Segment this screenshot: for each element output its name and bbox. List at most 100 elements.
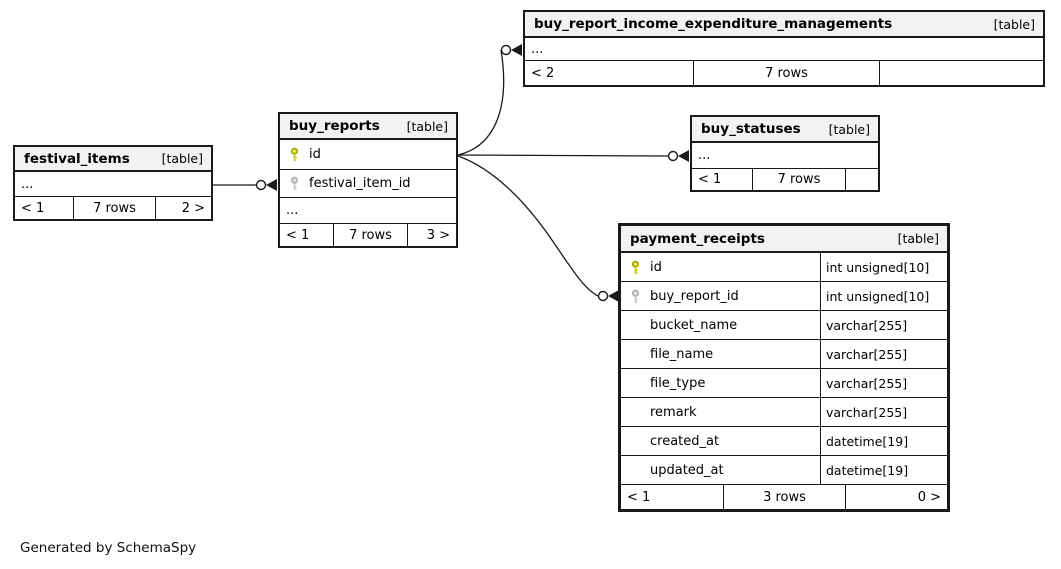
crow-arrow-icon — [608, 290, 619, 302]
hidden-columns-row: ... — [525, 38, 1043, 61]
column-name: id — [650, 259, 662, 275]
zero-or-more-circle-icon — [667, 150, 679, 162]
table-type-badge: [table] — [406, 118, 448, 134]
crow-arrow-icon — [678, 150, 689, 162]
primary-key-icon — [290, 147, 299, 162]
generator-note: Generated by SchemaSpy — [20, 540, 197, 556]
key-icon-slot — [280, 147, 309, 162]
table-type-badge: [table] — [897, 231, 939, 246]
footer-parents-count: < 1 — [627, 489, 651, 505]
column-name: festival_item_id — [309, 176, 411, 191]
column-row-remark: remark varchar[255] — [621, 398, 947, 427]
footer-parents-count: < 1 — [698, 172, 722, 187]
footer-children-count: 0 > — [845, 485, 947, 509]
footer-rows-count: 7 rows — [693, 61, 879, 85]
column-row-created_at: created_at datetime[19] — [621, 427, 947, 456]
table-name: buy_statuses — [701, 121, 801, 137]
footer-rows-count: 3 rows — [723, 485, 845, 509]
column-type: varchar[255] — [820, 340, 947, 368]
table-header[interactable]: buy_report_income_expenditure_management… — [525, 12, 1043, 38]
column-type: varchar[255] — [820, 369, 947, 397]
column-name-cell: remark — [621, 398, 820, 426]
footer-children-count: 3 > — [407, 224, 456, 246]
relationship-line — [457, 154, 669, 157]
footer-children-count — [879, 61, 1043, 85]
table-node-buy_reports[interactable]: buy_reports [table] id festival_item_id... <… — [278, 112, 458, 248]
column-name-cell: bucket_name — [621, 311, 820, 339]
column-name-cell: ... — [15, 172, 211, 196]
column-name: ... — [21, 176, 34, 192]
column-name: ... — [531, 41, 544, 57]
column-type: varchar[255] — [820, 398, 947, 426]
hidden-columns-row: ... — [280, 198, 456, 224]
column-name-cell: festival_item_id — [280, 170, 456, 197]
footer-rows-count: 7 rows — [333, 224, 407, 246]
hidden-columns-row: ... — [692, 143, 878, 169]
column-name-cell: ... — [280, 198, 456, 223]
relationship-buy_reports.id-to-payment_receipts.buy_report_id — [457, 155, 619, 302]
table-header[interactable]: festival_items[table] — [15, 147, 211, 172]
foreign-key-icon — [631, 289, 640, 303]
column-name-cell: ... — [692, 143, 878, 168]
column-name-cell: updated_at — [621, 456, 820, 484]
column-row-id: id int unsigned[10] — [621, 253, 947, 282]
column-row-bucket_name: bucket_name varchar[255] — [621, 311, 947, 340]
footer-children-count — [845, 169, 878, 190]
table-type-badge: [table] — [828, 121, 870, 137]
table-header[interactable]: payment_receipts [table] — [621, 226, 947, 253]
column-name-cell: file_type — [621, 369, 820, 397]
foreign-key-icon — [290, 176, 299, 191]
table-node-buy_report_income_expenditure_managements[interactable]: buy_report_income_expenditure_management… — [523, 10, 1045, 87]
column-name-cell: buy_report_id — [621, 282, 820, 310]
relationship-festival_items-to-buy_reports.festival_item_id — [213, 179, 277, 191]
key-icon-slot — [621, 289, 650, 304]
column-name: bucket_name — [650, 317, 738, 333]
column-type: datetime[19] — [820, 427, 947, 455]
column-type: varchar[255] — [820, 311, 947, 339]
hidden-columns-row: ... — [15, 172, 211, 197]
column-type: int unsigned[10] — [820, 282, 947, 310]
zero-or-more-circle-icon — [500, 44, 512, 56]
column-name-cell: id — [621, 253, 820, 281]
column-name: ... — [286, 203, 299, 218]
column-name: id — [309, 147, 321, 162]
table-node-payment_receipts[interactable]: payment_receipts [table] id int unsigned[10… — [618, 223, 950, 512]
column-name-cell: created_at — [621, 427, 820, 455]
relationship-line — [457, 155, 599, 297]
table-header[interactable]: buy_reports [table] — [280, 114, 456, 140]
zero-or-more-circle-icon — [255, 179, 267, 191]
primary-key-icon — [631, 260, 640, 274]
column-name-cell: id — [280, 140, 456, 169]
column-name: created_at — [650, 433, 720, 449]
footer-rows-count: 7 rows — [73, 197, 155, 219]
column-type: int unsigned[10] — [820, 253, 947, 281]
relationship-buy_reports.id-to-buy_report_income_expenditure_managements — [457, 44, 522, 156]
relationship-line — [457, 49, 505, 156]
column-name-cell: file_name — [621, 340, 820, 368]
column-name: ... — [698, 148, 711, 163]
column-row-updated_at: updated_at datetime[19] — [621, 456, 947, 485]
column-row-id: id — [280, 140, 456, 170]
table-header[interactable]: buy_statuses [table] — [692, 117, 878, 143]
footer-children-count: 2 > — [155, 197, 211, 219]
table-name: payment_receipts — [630, 230, 765, 247]
column-name: remark — [650, 404, 697, 420]
table-name: festival_items — [24, 150, 130, 167]
column-type: datetime[19] — [820, 456, 947, 484]
key-icon-slot — [621, 260, 650, 275]
crow-arrow-icon — [511, 44, 522, 56]
key-icon-slot — [280, 176, 309, 191]
table-name: buy_reports — [289, 118, 380, 134]
table-type-badge: [table] — [993, 16, 1035, 32]
column-name: updated_at — [650, 462, 724, 478]
column-name: buy_report_id — [650, 288, 739, 304]
